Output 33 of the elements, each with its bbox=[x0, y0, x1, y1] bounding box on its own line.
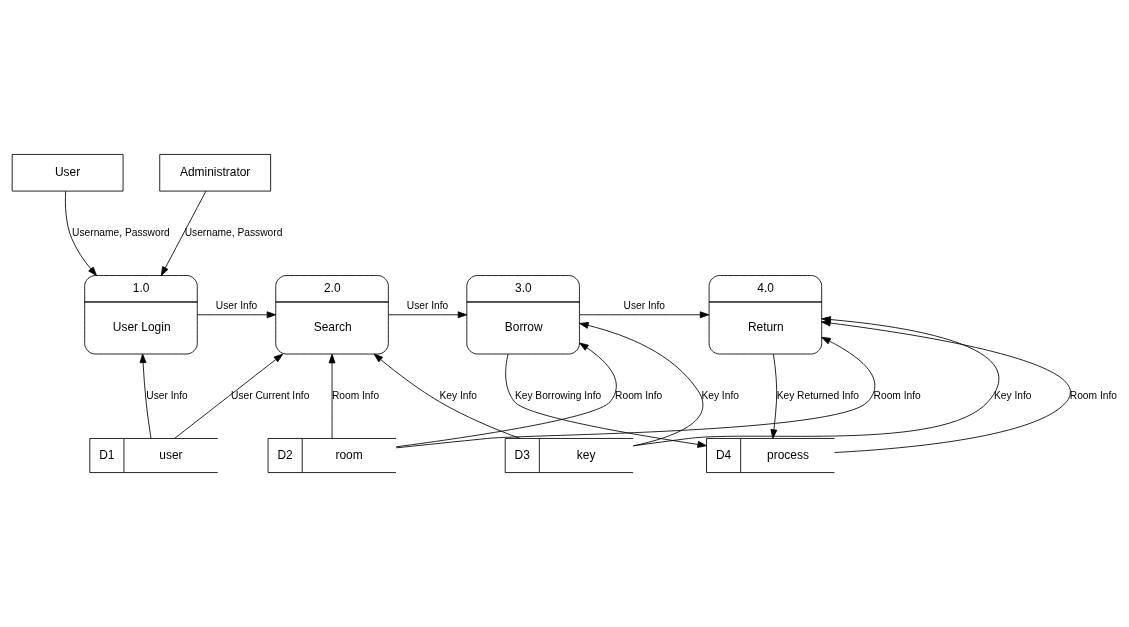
edge-label: Room Info bbox=[1069, 389, 1117, 401]
edge-label: User Info bbox=[215, 300, 258, 312]
arrow bbox=[821, 319, 1071, 453]
edge-label: Username, Password bbox=[184, 226, 283, 238]
edge-label: Username, Password bbox=[72, 226, 170, 238]
arrow bbox=[388, 311, 468, 319]
arrow bbox=[139, 353, 152, 439]
arrow bbox=[174, 353, 284, 439]
arrow bbox=[579, 311, 710, 319]
edge-label: Room Info bbox=[615, 389, 663, 401]
arrow bbox=[395, 336, 876, 449]
arrow bbox=[373, 353, 521, 439]
arrow bbox=[64, 190, 97, 276]
arrow bbox=[328, 353, 336, 439]
arrow bbox=[395, 342, 617, 448]
edge-label: Room Info bbox=[331, 389, 380, 401]
node-box: Administrator bbox=[159, 154, 272, 192]
edge-label: User Info bbox=[406, 300, 449, 312]
edge-label: Key Borrowing Info bbox=[514, 389, 602, 401]
edge-label: User Current Info bbox=[231, 389, 310, 401]
arrow bbox=[505, 353, 707, 448]
arrow bbox=[770, 353, 778, 439]
arrow bbox=[197, 311, 277, 319]
arrow bbox=[579, 322, 704, 447]
edge-label: Key Info bbox=[439, 389, 478, 401]
arrow bbox=[160, 190, 207, 276]
edge-label: Key Returned Info bbox=[776, 389, 860, 401]
edge-label: User Info bbox=[623, 300, 665, 312]
node-box: User bbox=[11, 154, 124, 192]
edge-label: Key Info bbox=[701, 389, 739, 401]
edge-label: Key Info bbox=[994, 389, 1032, 401]
edge-label: Room Info bbox=[873, 389, 921, 401]
edge-label: User Info bbox=[146, 389, 188, 401]
